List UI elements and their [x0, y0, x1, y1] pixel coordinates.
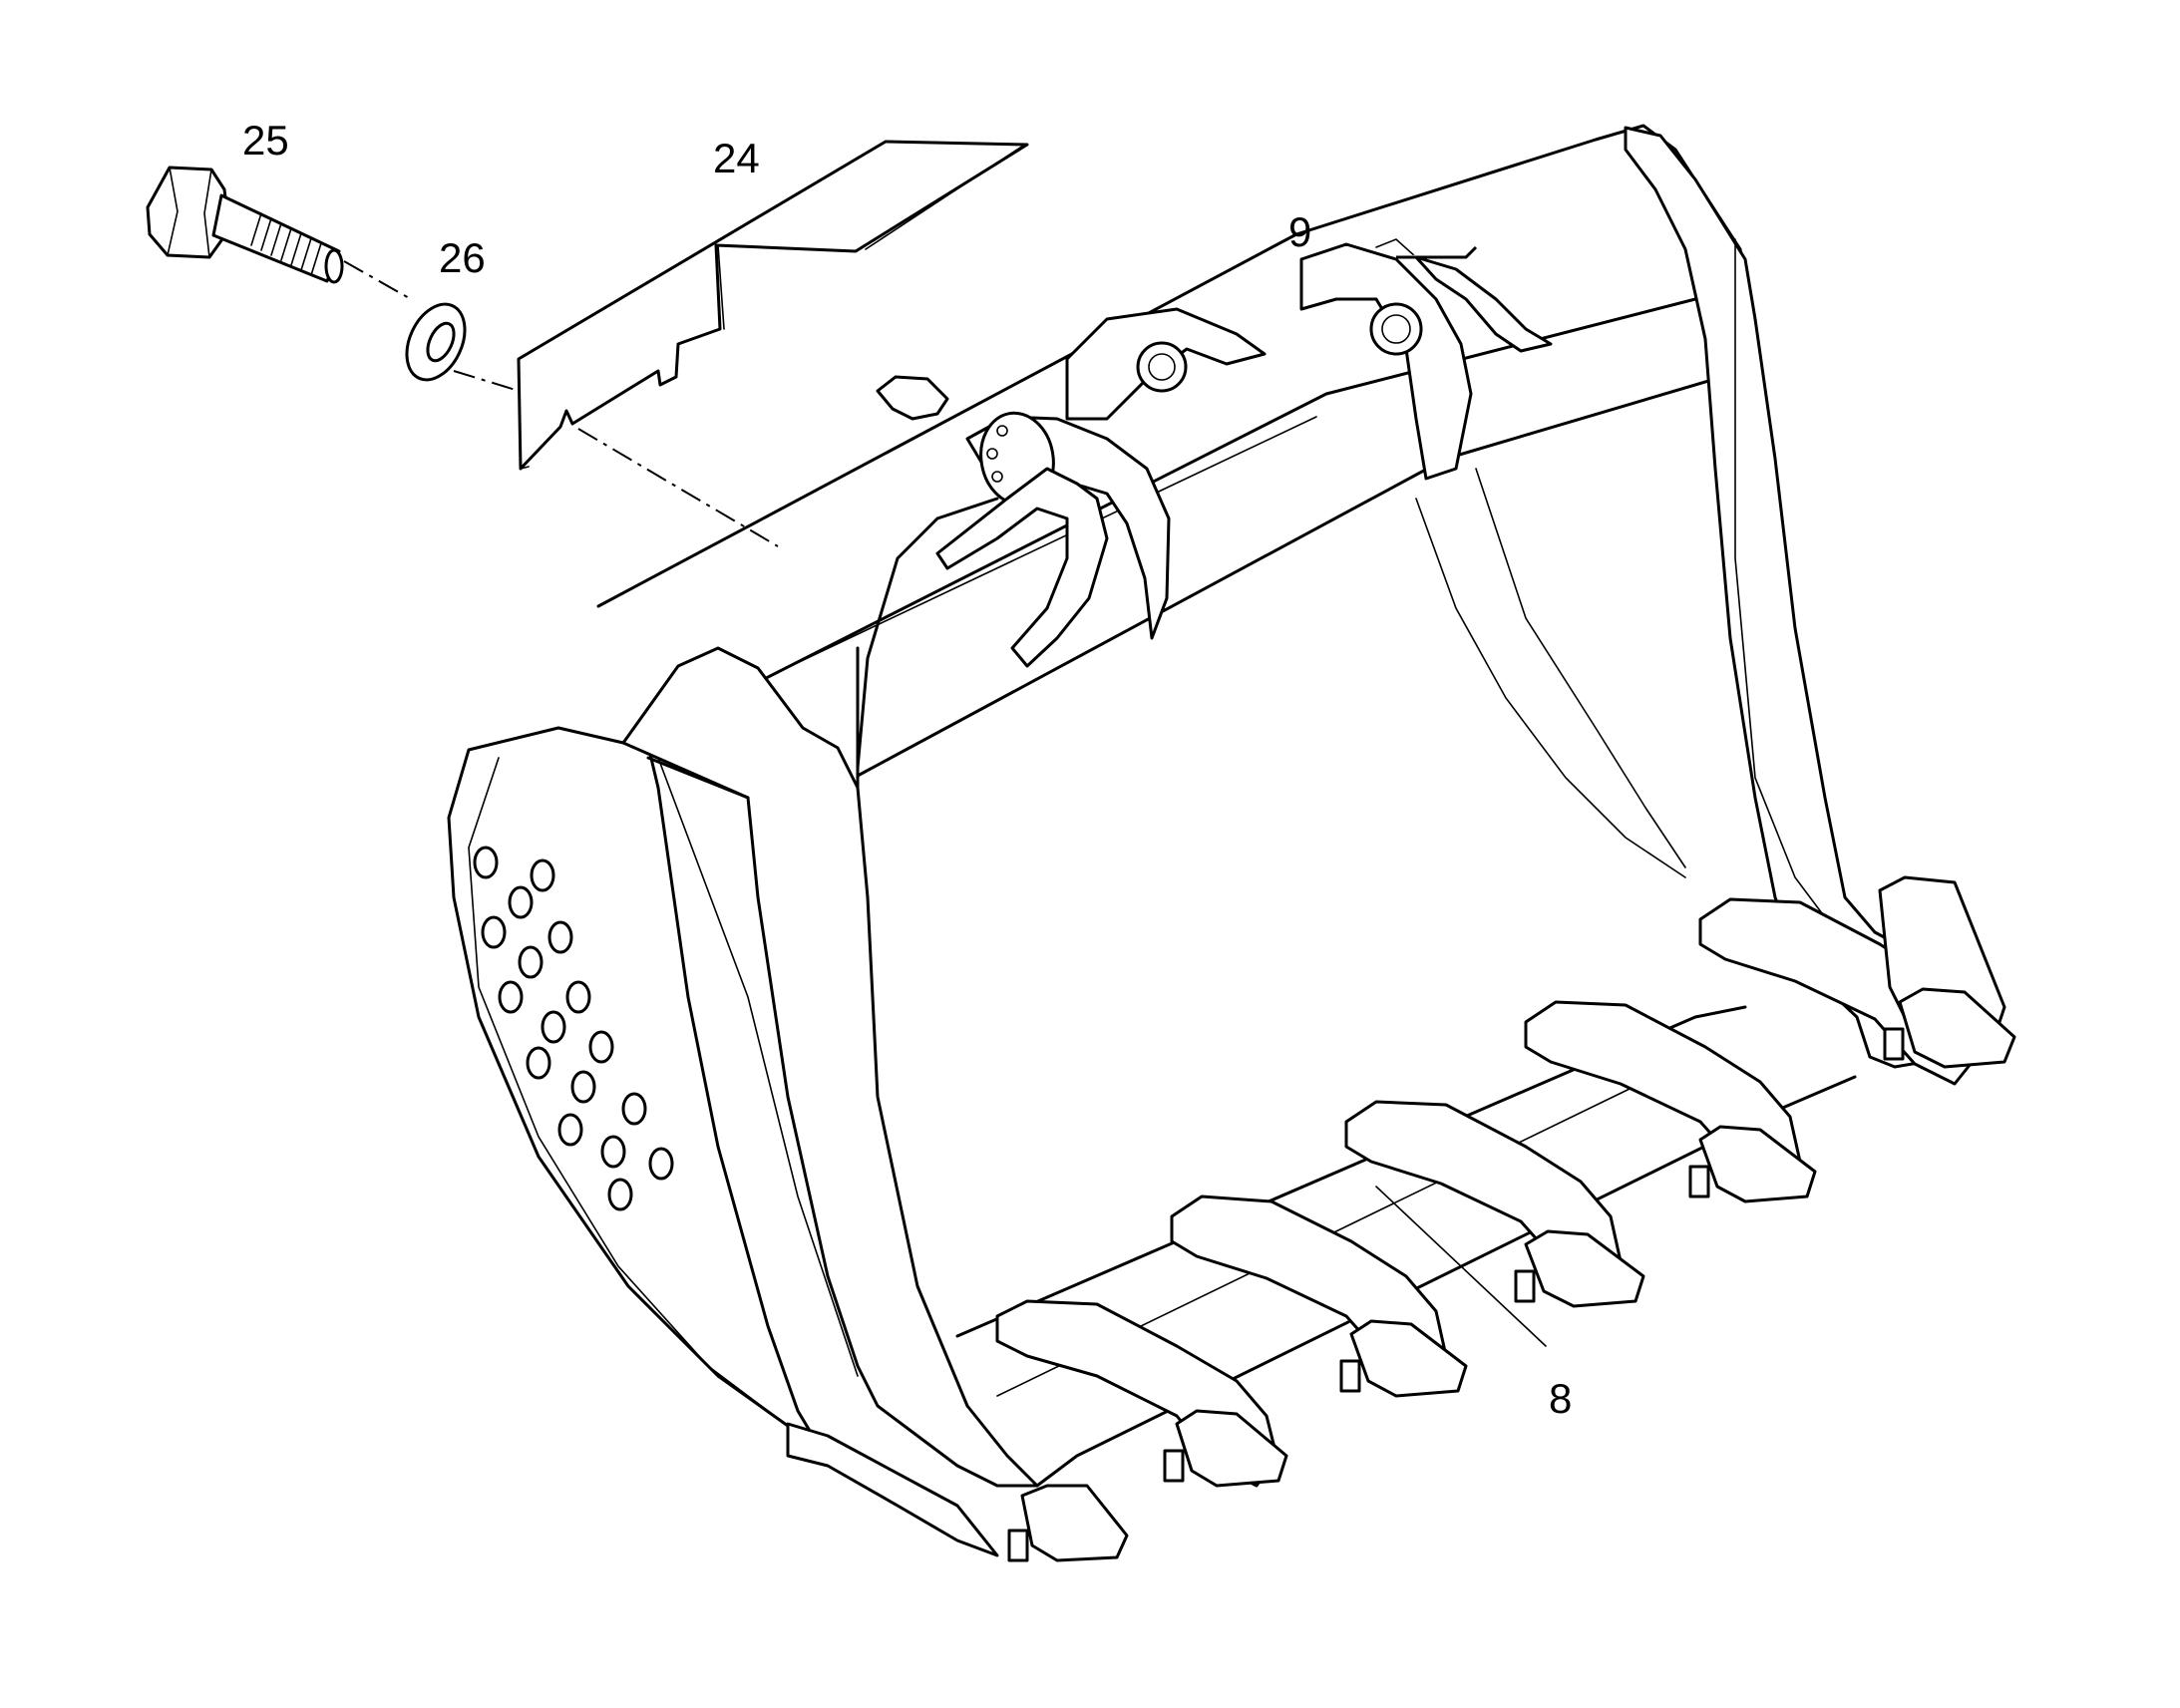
teeth	[995, 875, 2016, 1562]
plate	[517, 140, 1029, 471]
tooth-6	[1878, 875, 2016, 1069]
bucket	[447, 124, 2016, 1562]
washer	[405, 302, 467, 382]
callout-26: 26	[439, 234, 486, 281]
callout-24: 24	[713, 135, 760, 181]
bolt	[146, 166, 344, 284]
side-holes	[473, 846, 674, 1211]
tooth-5	[1688, 897, 1977, 1203]
callout-9: 9	[1288, 208, 1312, 255]
assembly-axis	[343, 260, 779, 547]
callout-8: 8	[1549, 1375, 1573, 1422]
leader-line-8	[1375, 1186, 1547, 1347]
callout-25: 25	[242, 117, 289, 164]
